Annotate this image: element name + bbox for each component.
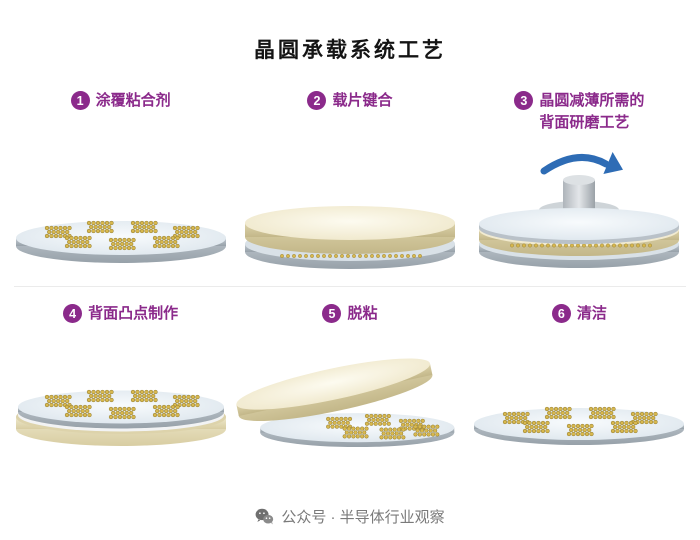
- step-2-illustration: [235, 140, 464, 272]
- step-4-number-badge: 4: [63, 304, 83, 323]
- step-5-label-text: 脱粘: [347, 305, 378, 322]
- process-row-1: 1 涂覆粘合剂: [0, 90, 700, 272]
- step-3-illustration: [465, 140, 694, 272]
- step-2-label-text: 载片键合: [332, 92, 393, 109]
- step-4-label-text: 背面凸点制作: [88, 305, 179, 322]
- footer-text: 公众号 · 半导体行业观察: [281, 509, 445, 526]
- step-6-label-text: 清洁: [576, 305, 607, 322]
- lifted-carrier-disc: [236, 358, 433, 422]
- step-5-number-badge: 5: [322, 304, 342, 323]
- footer-credit: 公众号 · 半导体行业观察: [0, 506, 700, 527]
- step-4-label: 4 背面凸点制作: [63, 303, 178, 337]
- step-2-label: 2 载片键合: [307, 90, 393, 140]
- bonded-stack-illustration: [244, 206, 455, 269]
- grinding-stack-illustration: [478, 152, 679, 268]
- step-6-number-badge: 6: [551, 304, 571, 323]
- step-1-label: 1 涂覆粘合剂: [70, 90, 171, 140]
- wechat-icon: [255, 508, 274, 525]
- step-6-label: 6 清洁: [551, 303, 607, 337]
- step-3-label-text: 晶圆减薄所需的 背面研磨工艺: [539, 90, 644, 134]
- step-4-cell: 4 背面凸点制作: [6, 303, 235, 451]
- step-1-illustration: [6, 140, 235, 272]
- page-title: 晶圆承载系统工艺: [254, 39, 446, 62]
- step-6-cell: 6 清洁: [465, 303, 694, 451]
- step-6-illustration: [465, 337, 694, 451]
- rotation-arrow-icon: [540, 152, 623, 175]
- step-2-number-badge: 2: [307, 91, 327, 110]
- step-1-label-text: 涂覆粘合剂: [95, 92, 171, 109]
- step-3-cell: 3 晶圆减薄所需的 背面研磨工艺: [465, 90, 694, 272]
- step-4-illustration: [6, 337, 235, 451]
- step-1-number-badge: 1: [70, 91, 90, 110]
- wafer-with-adhesive-illustration: [15, 220, 226, 263]
- step-5-label: 5 脱粘: [322, 303, 378, 337]
- process-row-2: 4 背面凸点制作: [0, 303, 700, 451]
- debonding-illustration: [236, 358, 455, 448]
- step-2-cell: 2 载片键合: [235, 90, 464, 272]
- step-3-label: 3 晶圆减薄所需的 背面研磨工艺: [514, 90, 644, 140]
- row-divider: [14, 286, 686, 287]
- step-3-label-line1: 晶圆减薄所需的: [539, 92, 645, 109]
- step-3-label-line2: 背面研磨工艺: [539, 113, 630, 131]
- step-5-cell: 5 脱粘: [235, 303, 464, 451]
- step-1-cell: 1 涂覆粘合剂: [6, 90, 235, 272]
- backside-bump-illustration: [15, 389, 226, 446]
- thinned-wafer-disc: [478, 208, 679, 244]
- carrier-disc: [244, 206, 455, 254]
- step-3-number-badge: 3: [514, 91, 534, 110]
- cleaned-wafer-illustration: [474, 406, 685, 445]
- step-5-illustration: [235, 337, 464, 451]
